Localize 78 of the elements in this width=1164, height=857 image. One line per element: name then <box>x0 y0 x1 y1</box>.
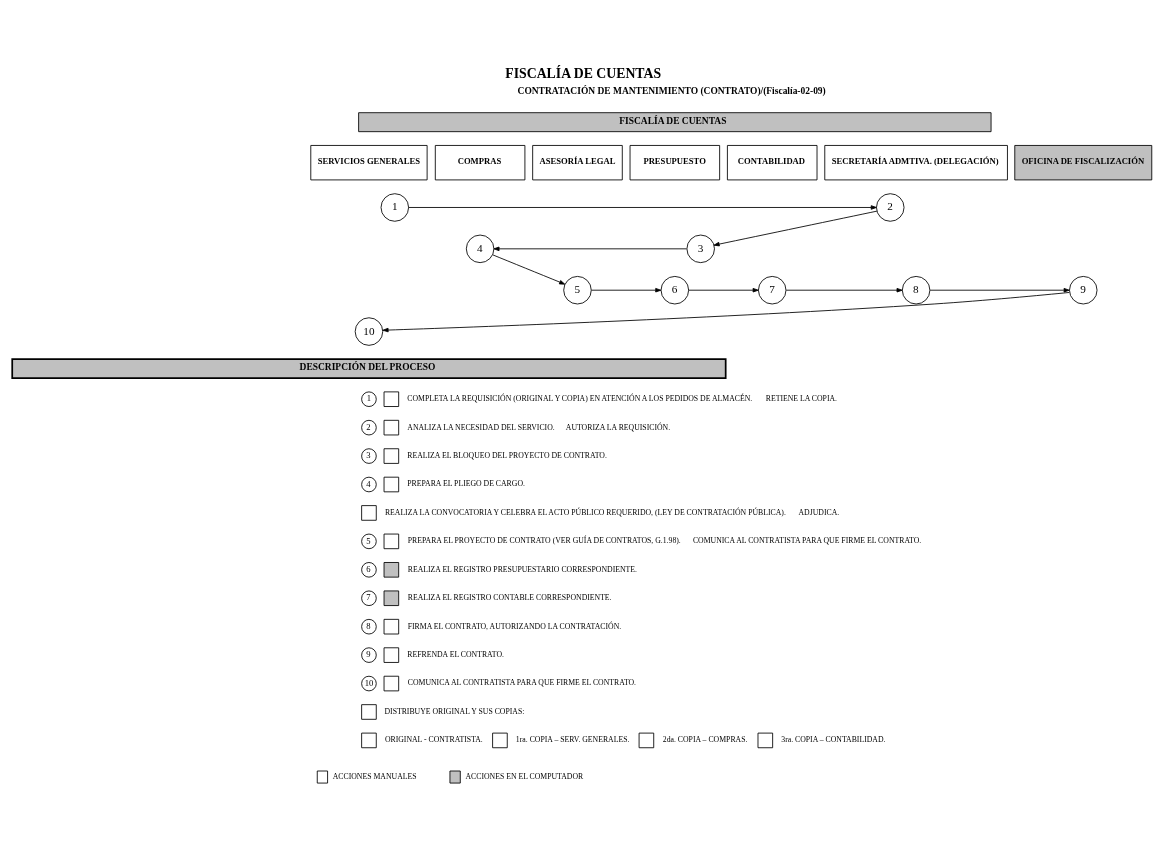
label: COMUNICA AL CONTRATISTA PARA QUE FIRME EL CONTRATO. <box>407 678 637 688</box>
node-box: ASESORÍA LEGAL <box>532 145 623 181</box>
label: RETIENE LA COPIA. <box>765 394 838 404</box>
label: 2da. COPIA – COMPRAS. <box>662 735 748 745</box>
node-box <box>492 732 508 749</box>
node-box <box>383 419 400 436</box>
node-box <box>383 590 400 606</box>
arrow <box>785 287 903 293</box>
label: FIRMA EL CONTRATO, AUTORIZANDO LA CONTRATACIÓN. <box>407 621 622 631</box>
node-circle: 3 <box>361 448 377 464</box>
node-circle: 7 <box>361 590 377 606</box>
label: COMUNICA AL CONTRATISTA PARA QUE FIRME EL CONTRATO. <box>692 536 922 546</box>
node-box <box>383 647 400 663</box>
label: 3ra. COPIA – CONTABILIDAD. <box>781 735 886 745</box>
arrow <box>713 210 878 247</box>
arrow <box>688 287 759 293</box>
label: 1ra. COPIA – SERV. GENERALES. <box>515 735 630 745</box>
node-box <box>361 732 377 749</box>
node-circle: 8 <box>901 276 931 305</box>
node-box <box>757 732 774 749</box>
label: REFRENDA EL CONTRATO. <box>407 650 504 660</box>
arrow <box>492 254 566 285</box>
label: COMPLETA LA REQUISICIÓN (ORIGINAL Y COPIA) EN ATENCIÓN A LOS PEDIDOS DE ALMACÉN. <box>407 394 753 404</box>
node-circle: 10 <box>354 317 384 346</box>
node-box: DESCRIPCIÓN DEL PROCESO <box>11 358 727 379</box>
node-box: SECRETARÍA ADMTIVA. (DELEGACIÓN) <box>824 145 1008 181</box>
node-box: SERVICIOS GENERALES <box>310 145 428 181</box>
label: AUTORIZA LA REQUISICIÓN. <box>565 422 671 432</box>
label: REALIZA EL REGISTRO CONTABLE CORRESPONDIENTE. <box>407 593 612 603</box>
node-circle: 2 <box>361 419 377 436</box>
node-circle: 6 <box>660 276 690 305</box>
label: CONTRATACIÓN DE MANTENIMIENTO (CONTRATO)/(Fiscalía-02-09) <box>517 86 826 97</box>
node-circle: 5 <box>563 276 592 305</box>
node-circle: 8 <box>361 618 377 635</box>
legend-label: ACCIONES EN EL COMPUTADOR <box>465 771 584 781</box>
node-box: CONTABILIDAD <box>727 145 818 181</box>
node-box: OFICINA DE FISCALIZACIÓN <box>1014 145 1153 181</box>
label: REALIZA LA CONVOCATORIA Y CELEBRA EL ACTO PÚBLICO REQUERIDO, (LEY DE CONTRATACIÓN PÚBLICA). <box>384 507 786 517</box>
node-box <box>361 704 377 720</box>
label: ANALIZA LA NECESIDAD DEL SERVICIO. <box>407 422 555 432</box>
node-circle: 1 <box>380 193 409 222</box>
node-box <box>383 675 400 692</box>
node-circle: 9 <box>1069 276 1098 305</box>
node-circle: 6 <box>361 562 377 578</box>
node-box <box>383 448 400 464</box>
label: PREPARA EL PROYECTO DE CONTRATO (VER GUÍA DE CONTRATOS, G.1.98). <box>407 536 681 546</box>
node-circle: 4 <box>465 234 495 264</box>
diagram-title: FISCALÍA DE CUENTAS <box>505 66 662 82</box>
node-box: PRESUPUESTO <box>629 145 721 181</box>
arrow <box>493 246 687 252</box>
node-box <box>383 476 400 493</box>
node-circle: 1 <box>361 391 377 407</box>
arrow <box>591 287 662 293</box>
node-circle: 7 <box>758 276 787 305</box>
node-circle: 9 <box>361 647 377 663</box>
arrow <box>929 287 1070 293</box>
label: ORIGINAL - CONTRATISTA. <box>384 735 483 745</box>
node-circle: 3 <box>686 234 715 264</box>
label: REALIZA EL REGISTRO PRESUPUESTARIO CORRESPONDIENTE. <box>407 564 637 574</box>
node-circle: 5 <box>361 533 377 550</box>
node-box: COMPRAS <box>434 145 526 181</box>
node-box <box>383 533 400 550</box>
arrow <box>408 205 877 210</box>
label: ADJUDICA. <box>798 507 840 517</box>
node-box <box>383 562 400 578</box>
node-circle: 10 <box>361 675 377 692</box>
node-box <box>383 391 400 407</box>
node-circle: 2 <box>876 193 905 222</box>
node-box: FISCALÍA DE CUENTAS <box>358 112 992 133</box>
node-box <box>638 732 655 749</box>
node-circle: 4 <box>361 476 377 493</box>
node-box <box>361 505 377 521</box>
legend-label: ACCIONES MANUALES <box>332 771 417 781</box>
label: DISTRIBUYE ORIGINAL Y SUS COPIAS: <box>384 706 525 716</box>
label: REALIZA EL BLOQUEO DEL PROYECTO DE CONTRATO. <box>407 450 607 460</box>
node-box <box>383 618 400 635</box>
arrow <box>382 292 1070 333</box>
label: PREPARA EL PLIEGO DE CARGO. <box>407 479 525 489</box>
